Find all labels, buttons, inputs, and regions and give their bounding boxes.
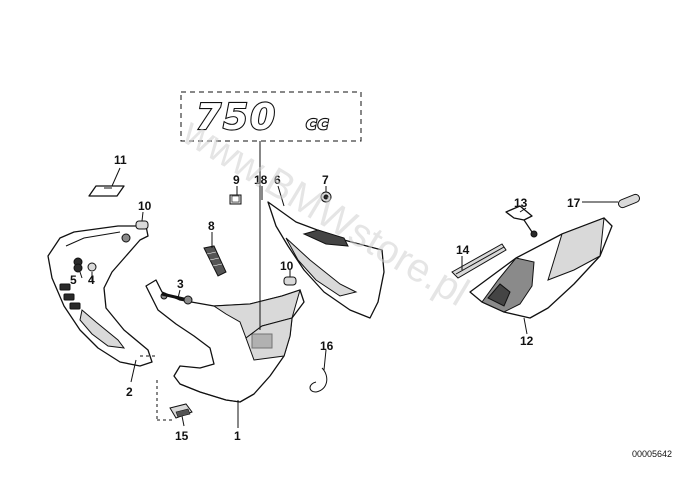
- callout-8: 8: [208, 219, 215, 233]
- callout-5: 5: [70, 273, 77, 287]
- part-bolt: [161, 292, 193, 305]
- emblem-number: 750: [196, 97, 277, 138]
- part-clip-bottom: [169, 403, 193, 419]
- part-strip: [451, 243, 507, 279]
- part-rubber-bumper-right: [283, 276, 297, 286]
- callout-12: 12: [520, 334, 534, 348]
- callout-13: 13: [514, 196, 528, 210]
- part-clip: [229, 194, 242, 205]
- part-pin: [618, 193, 640, 209]
- callout-15: 15: [175, 429, 189, 443]
- callout-11: 11: [114, 153, 127, 167]
- part-right-cover: [267, 201, 385, 319]
- leader-lines: [79, 141, 618, 428]
- callout-1: 1: [234, 429, 241, 443]
- part-left-cover: [47, 225, 153, 367]
- part-grommet: [73, 263, 83, 273]
- callout-10-top: 10: [138, 199, 152, 213]
- part-nut: [320, 191, 332, 203]
- callout-17: 17: [567, 196, 581, 210]
- callout-18: 18: [254, 173, 268, 187]
- part-tail-cover: [469, 217, 613, 319]
- callout-3: 3: [177, 277, 184, 291]
- callout-7: 7: [322, 173, 329, 187]
- reference-code: 00005642: [632, 449, 672, 459]
- callout-9: 9: [233, 173, 240, 187]
- callout-16: 16: [320, 339, 334, 353]
- part-main-cover: [145, 279, 305, 403]
- emblem-750cc: 750 cc: [180, 91, 362, 142]
- part-sticker: [88, 185, 125, 197]
- callout-4: 4: [88, 273, 95, 287]
- callout-10-right: 10: [280, 259, 294, 273]
- part-bracket: [505, 205, 538, 238]
- callout-labels: 11 10 9 18 6 7 8 3 10 5 4 2 1 15 16 13 1…: [70, 153, 581, 443]
- part-spring-clip: [309, 367, 328, 393]
- part-washer: [87, 262, 97, 272]
- emblem-suffix: cc: [306, 113, 329, 134]
- part-mesh-grille: [203, 245, 227, 277]
- part-rubber-bumper-top: [135, 220, 149, 230]
- callout-6: 6: [274, 173, 281, 187]
- callout-2: 2: [126, 385, 133, 399]
- callout-14: 14: [456, 243, 470, 257]
